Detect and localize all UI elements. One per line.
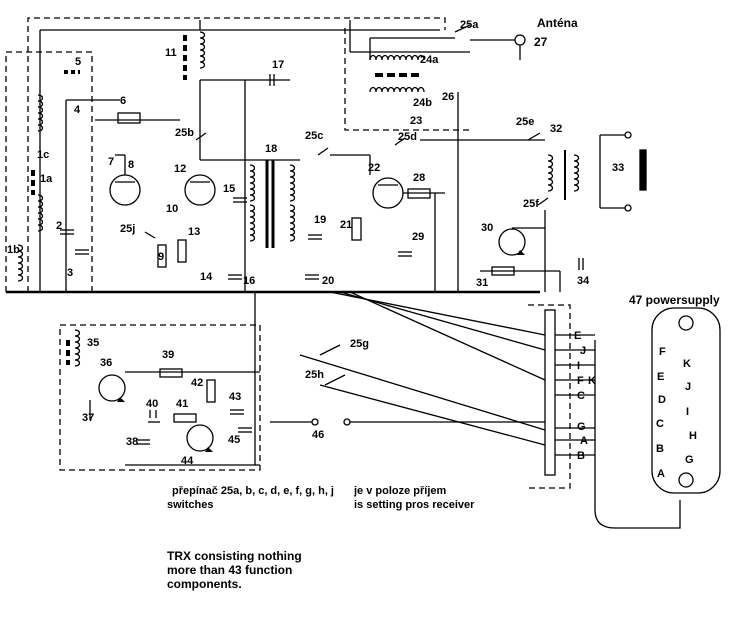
label-c30: 30 [481, 222, 494, 234]
plug-pin-label: D [658, 394, 666, 406]
trx-note-line: TRX consisting nothing [167, 549, 302, 563]
label-antenna: Anténa [537, 16, 578, 30]
pin-label: A [580, 435, 588, 447]
label-c7: 7 [108, 156, 115, 168]
label-c1a: 1a [40, 173, 53, 185]
label-c25a: 25a [460, 19, 479, 31]
label-c13: 13 [188, 226, 201, 238]
label-c25b: 25b [175, 127, 194, 139]
switch-note-en: switches [167, 499, 214, 511]
label-c1b: 1b [7, 244, 20, 256]
trx-note-line: components. [167, 577, 242, 591]
position-note-en: is setting pros receiver [354, 499, 475, 511]
label-c18: 18 [265, 143, 278, 155]
label-c26: 26 [442, 91, 455, 103]
label-c12: 12 [174, 163, 187, 175]
label-c16: 16 [243, 275, 256, 287]
label-c25c: 25c [305, 130, 324, 142]
plug-pin-label: J [685, 381, 692, 393]
label-c17: 17 [272, 59, 285, 71]
pin-label: I [577, 360, 581, 372]
label-c1c: 1c [37, 149, 50, 161]
label-c32: 32 [550, 123, 563, 135]
plug-pin-label: H [689, 430, 697, 442]
label-c23: 23 [410, 115, 423, 127]
label-c31: 31 [476, 277, 489, 289]
label-c45: 45 [228, 434, 241, 446]
plug-pin-label: E [657, 371, 665, 383]
pin-label: J [580, 345, 587, 357]
label-c33: 33 [612, 162, 625, 174]
plug-pin-label: G [685, 454, 694, 466]
label-c9: 9 [158, 251, 165, 263]
plug-pin-label: I [686, 406, 690, 418]
label-c5: 5 [75, 56, 82, 68]
label-c37: 37 [82, 412, 95, 424]
label-c4: 4 [74, 104, 81, 116]
powersupply-title: 47 powersupply [629, 293, 720, 307]
plug-pin-label: C [656, 418, 664, 430]
switch-note-cz: přepínač 25a, b, c, d, e, f, g, h, j [172, 485, 334, 497]
label-c28: 28 [413, 172, 426, 184]
label-c38: 38 [126, 436, 139, 448]
label-c40: 40 [146, 398, 159, 410]
pin-label: E [574, 330, 582, 342]
trx-note-line: more than 43 function [167, 563, 293, 577]
label-c14: 14 [200, 271, 213, 283]
pin-label: G [577, 421, 586, 433]
pin-label: F [577, 375, 584, 387]
label-c25d: 25d [398, 131, 417, 143]
label-c2: 2 [56, 220, 63, 232]
pin-label: C [577, 390, 585, 402]
label-c19: 19 [314, 214, 327, 226]
trx-note: TRX consisting nothing more than 43 func… [167, 549, 302, 591]
label-c10: 10 [166, 203, 179, 215]
label-c44: 44 [181, 455, 194, 467]
plug-pin-label: B [656, 443, 664, 455]
label-c20: 20 [322, 275, 335, 287]
label-c25g: 25g [350, 338, 369, 350]
label-c21: 21 [340, 219, 353, 231]
label-c25h: 25h [305, 369, 324, 381]
plug-pin-label: F [659, 346, 666, 358]
label-c25f: 25f [523, 198, 539, 210]
position-note-cz: je v poloze příjem [354, 485, 447, 497]
label-c43: 43 [229, 391, 242, 403]
label-c34: 34 [577, 275, 590, 287]
label-c6: 6 [120, 95, 127, 107]
label-c39: 39 [162, 349, 175, 361]
pin-label: B [577, 450, 585, 462]
label-c27: 27 [534, 35, 548, 49]
label-c24a: 24a [420, 54, 439, 66]
label-c22: 22 [368, 162, 381, 174]
label-c25e: 25e [516, 116, 535, 128]
label-c36: 36 [100, 357, 113, 369]
label-c46: 46 [312, 429, 325, 441]
label-c25j: 25j [120, 223, 136, 235]
label-c24b: 24b [413, 97, 432, 109]
label-c3: 3 [67, 267, 74, 279]
label-c11: 11 [165, 47, 177, 59]
label-c15: 15 [223, 183, 236, 195]
label-c29: 29 [412, 231, 425, 243]
label-c35: 35 [87, 337, 100, 349]
label-c8: 8 [128, 159, 135, 171]
pin-label: K [588, 375, 596, 387]
label-c42: 42 [191, 377, 204, 389]
plug-pin-label: K [683, 358, 691, 370]
plug-pin-label: A [657, 468, 665, 480]
label-c41: 41 [176, 398, 189, 410]
